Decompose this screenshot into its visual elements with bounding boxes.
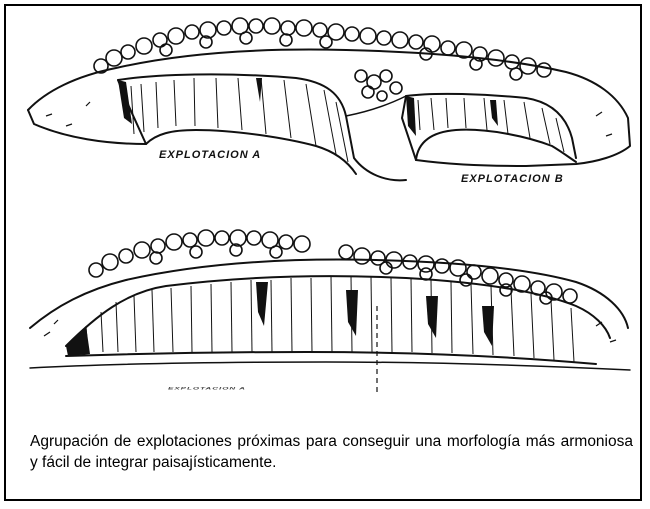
bottom-vegetation (89, 230, 577, 304)
bottom-quarry-drawing (30, 260, 630, 370)
middle-ridge (346, 96, 406, 116)
figure-caption: Agrupación de explotaciones próximas par… (30, 431, 633, 473)
bottom-pit-top-edge (66, 276, 610, 346)
quarry-illustration (6, 6, 640, 499)
label-explotacion-bottom: EXPLOTACION A (168, 386, 246, 391)
label-explotacion-a: EXPLOTACION A (159, 149, 261, 161)
label-explotacion-b: EXPLOTACION B (461, 173, 564, 185)
bottom-dark-shading (66, 282, 494, 356)
bottom-ground-line (30, 362, 630, 370)
figure-frame: EXPLOTACION A EXPLOTACION B EXPLOTACION … (4, 4, 642, 501)
pit-b-floor (416, 130, 576, 162)
top-hill-outline (28, 50, 630, 166)
bottom-ground-details (44, 320, 616, 342)
